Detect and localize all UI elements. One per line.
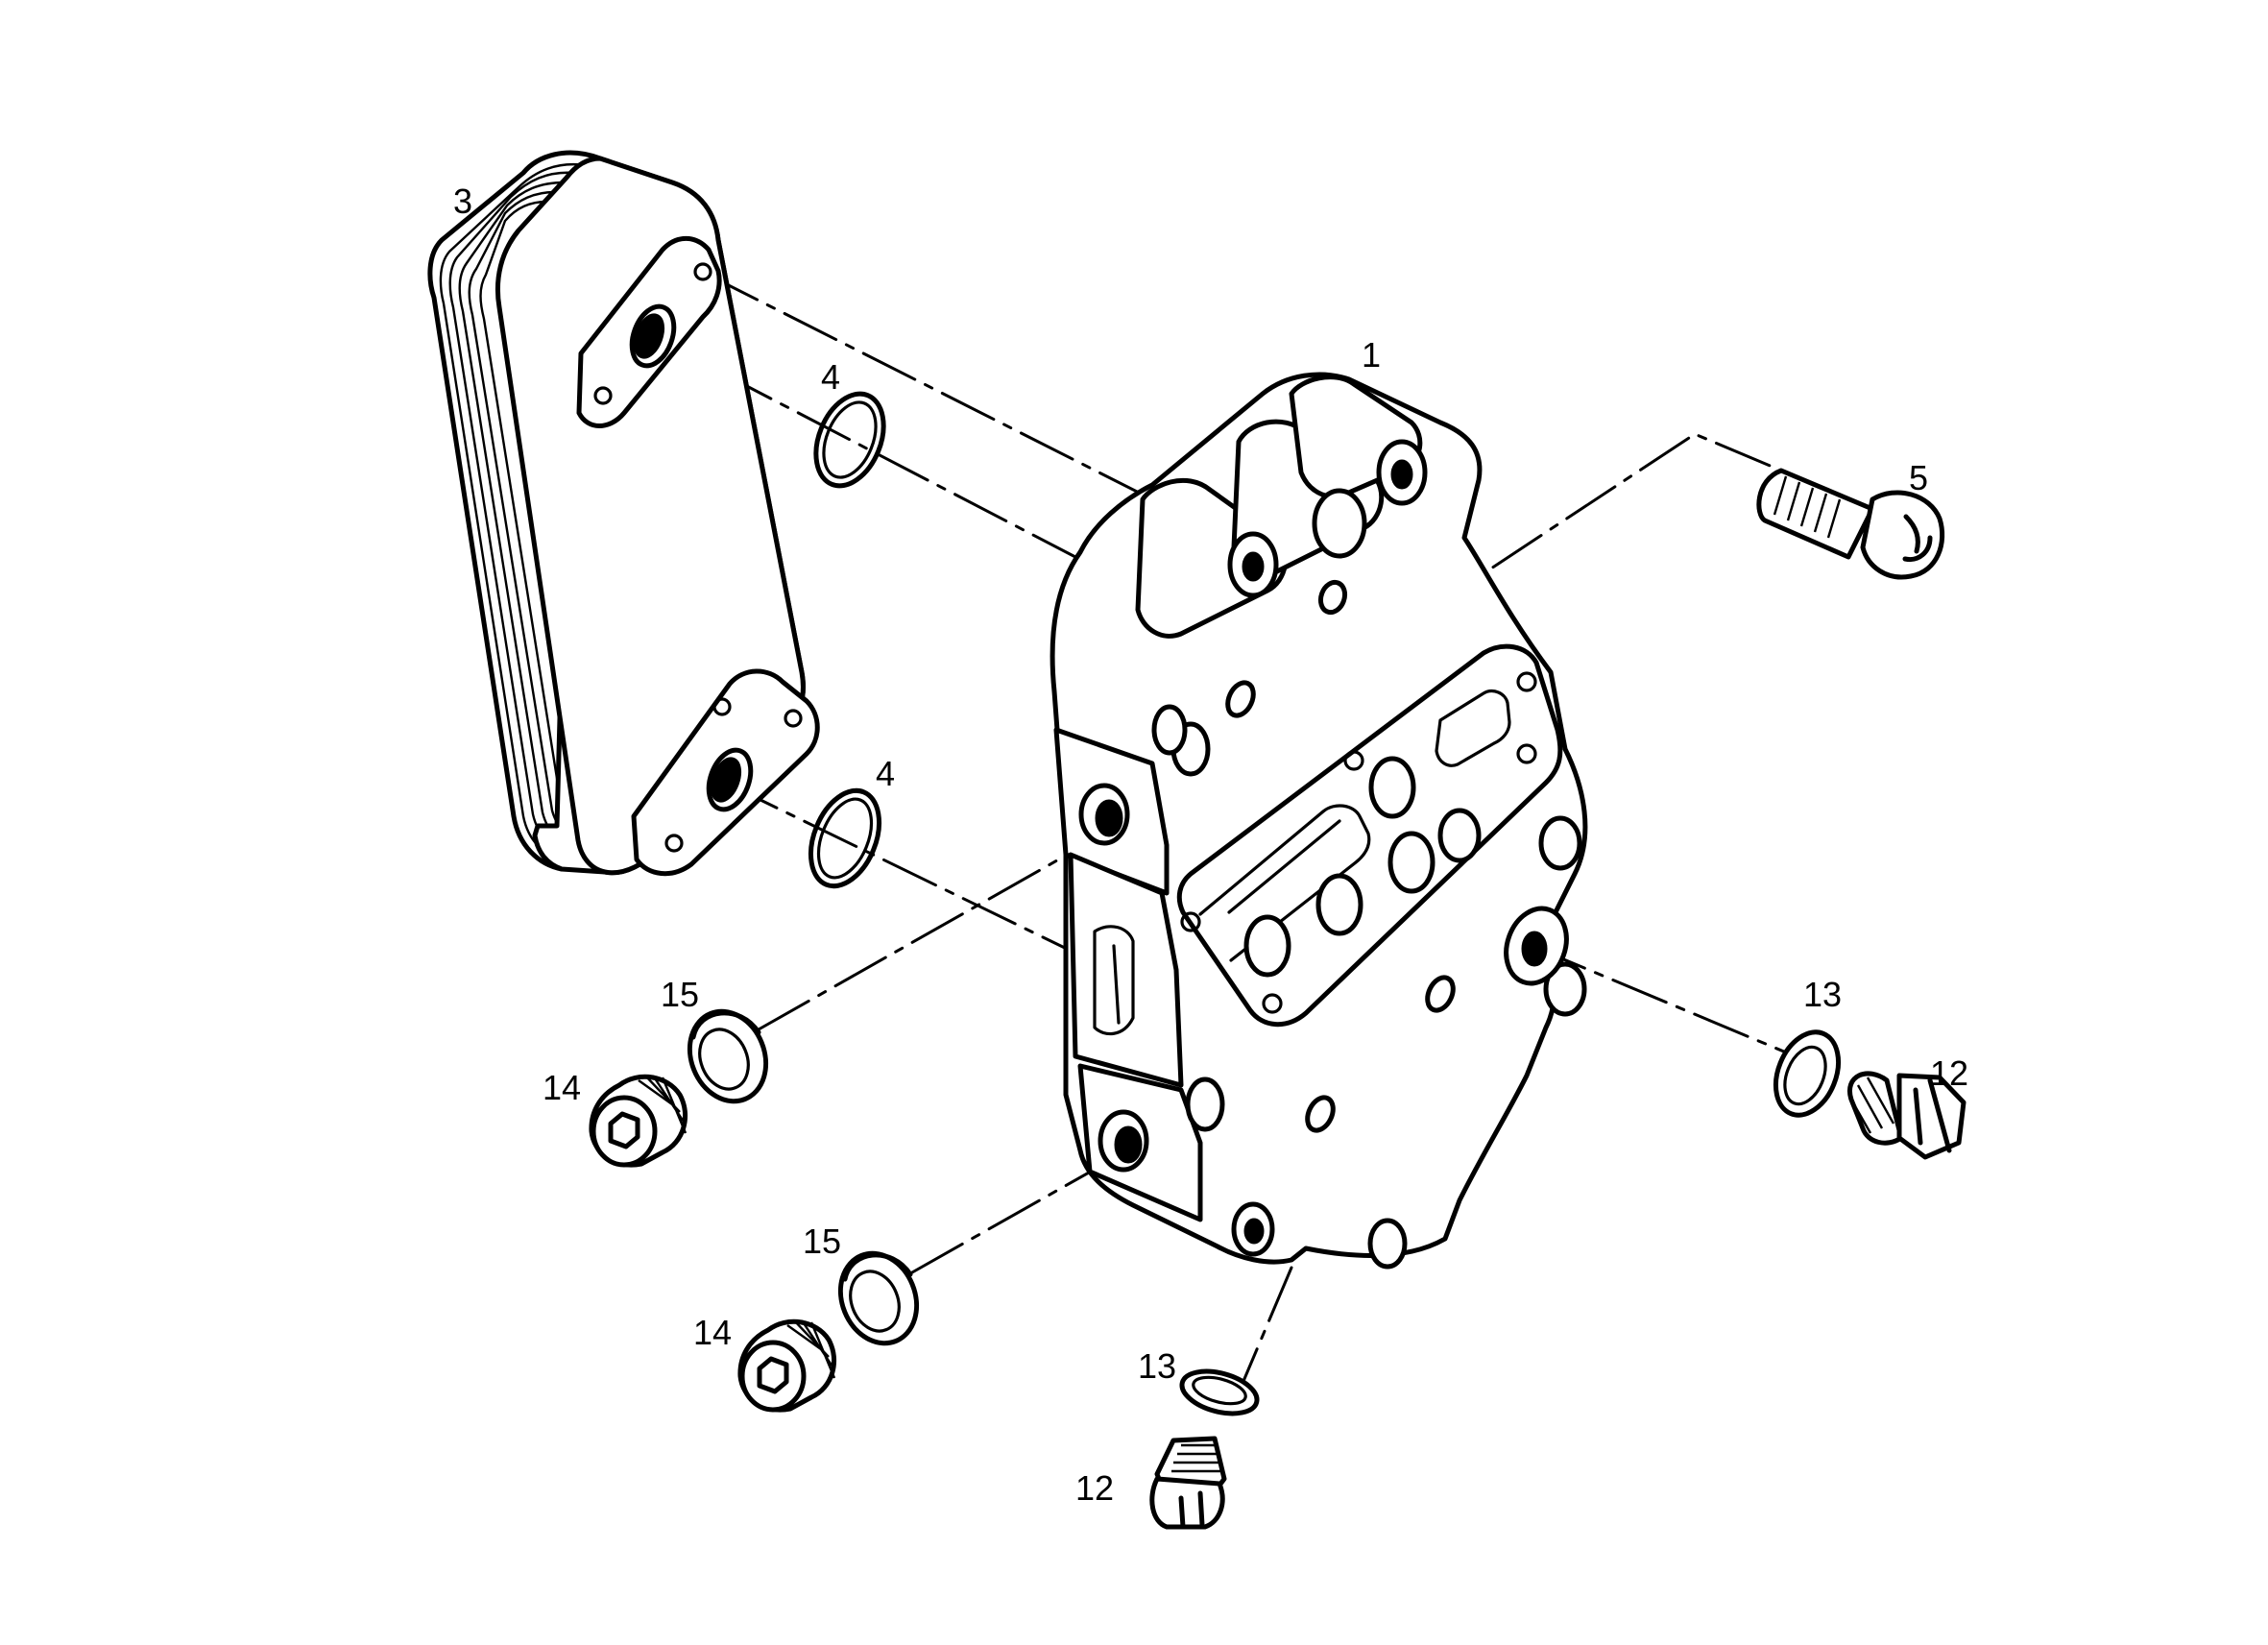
callout-5: 5: [1909, 458, 1928, 497]
leader-cooler-bottom-to-housing: [723, 781, 1073, 953]
housing-part-1: [1050, 372, 1588, 1270]
callout-14: 14: [693, 1313, 732, 1352]
plug-part-14-upper: [589, 1074, 688, 1168]
leader-plug-15-upper: [757, 822, 1123, 1031]
washer-part-13-right: [1773, 1029, 1842, 1118]
callout-4: 4: [876, 754, 895, 793]
callout-13: 13: [1803, 975, 1842, 1014]
callout-12: 12: [1075, 1468, 1114, 1508]
washer-part-13-bottom: [1179, 1368, 1260, 1416]
o-ring-part-4-lower: [808, 787, 881, 889]
leader-lines: [639, 272, 1793, 1394]
bolt-part-5: [1756, 468, 1945, 580]
seal-ring-part-15-lower: [837, 1250, 920, 1346]
o-ring-part-4-upper: [813, 391, 886, 489]
callout-14: 14: [543, 1068, 581, 1107]
callout-15: 15: [661, 975, 699, 1014]
oil-cooler-part-3: [427, 150, 820, 877]
leader-plug-13-right: [1530, 944, 1793, 1056]
callout-13: 13: [1138, 1346, 1176, 1386]
callout-1: 1: [1362, 335, 1381, 375]
leader-cooler-top-to-housing: [704, 272, 1154, 501]
hex-plug-part-12-right: [1847, 1071, 1966, 1160]
plug-part-14-lower: [737, 1318, 837, 1413]
callout-15: 15: [803, 1222, 841, 1261]
callout-4: 4: [821, 357, 840, 397]
leader-cooler-port-to-housing: [639, 329, 1077, 559]
callout-3: 3: [453, 181, 472, 221]
leader-plug-13-bottom: [1237, 1266, 1293, 1394]
callouts: 1 3 4 4 5 12 12 13 13 14 14 15 15: [453, 181, 1968, 1508]
seal-ring-part-15-upper: [687, 1008, 769, 1104]
hex-plug-part-12-bottom: [1149, 1436, 1227, 1530]
callout-12: 12: [1930, 1053, 1968, 1093]
